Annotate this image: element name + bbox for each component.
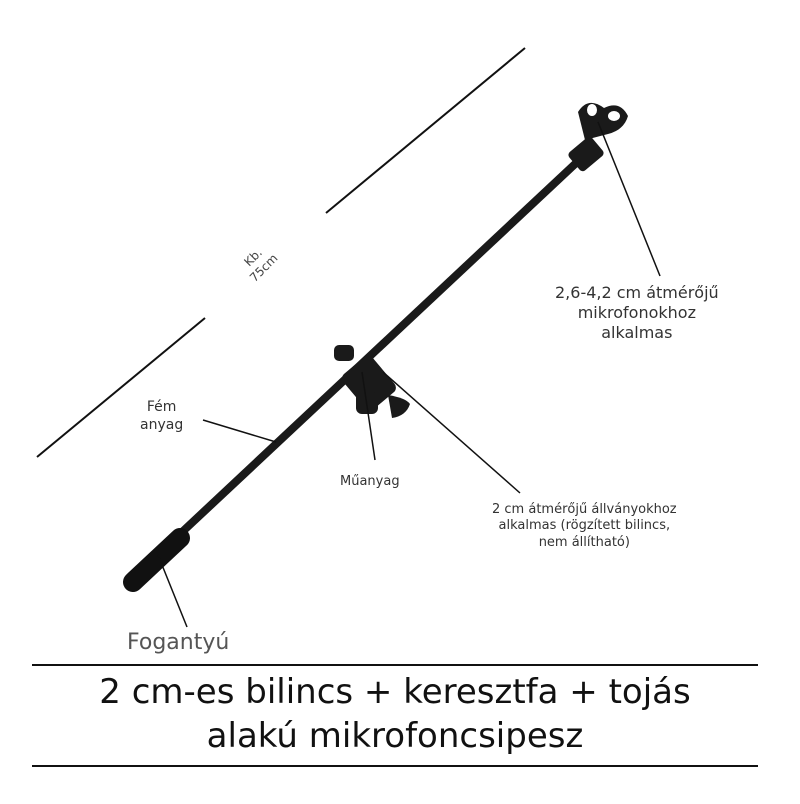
product-caption: 2 cm-es bilincs + keresztfa + tojás alak… [32,670,758,758]
pointer-metal [202,419,277,443]
caption-divider-bottom [32,765,758,767]
dimension-line-lower [36,317,206,458]
mic-clip [568,102,628,172]
pointer-handle [157,554,188,628]
clamp-spec-label: 2 cm átmérőjű állványokhoz alkalmas (rög… [492,502,677,550]
plastic-material-label: Műanyag [340,474,400,489]
caption-divider-top [32,664,758,666]
metal-material-label: Fém anyag [140,399,184,433]
handle-label: Fogantyú [127,630,230,655]
dimension-line-upper [325,47,526,214]
handle-grip [123,528,190,592]
mic-diameter-label: 2,6-4,2 cm átmérőjű mikrofonokhoz alkalm… [555,283,719,342]
pointer-clamp [382,371,521,494]
caption-line-1: 2 cm-es bilincs + keresztfa + tojás [99,672,691,712]
caption-line-2: alakú mikrofoncsipesz [206,716,584,756]
pointer-mic [597,121,661,277]
boom-rod [161,146,594,552]
pointer-plastic [361,371,376,461]
